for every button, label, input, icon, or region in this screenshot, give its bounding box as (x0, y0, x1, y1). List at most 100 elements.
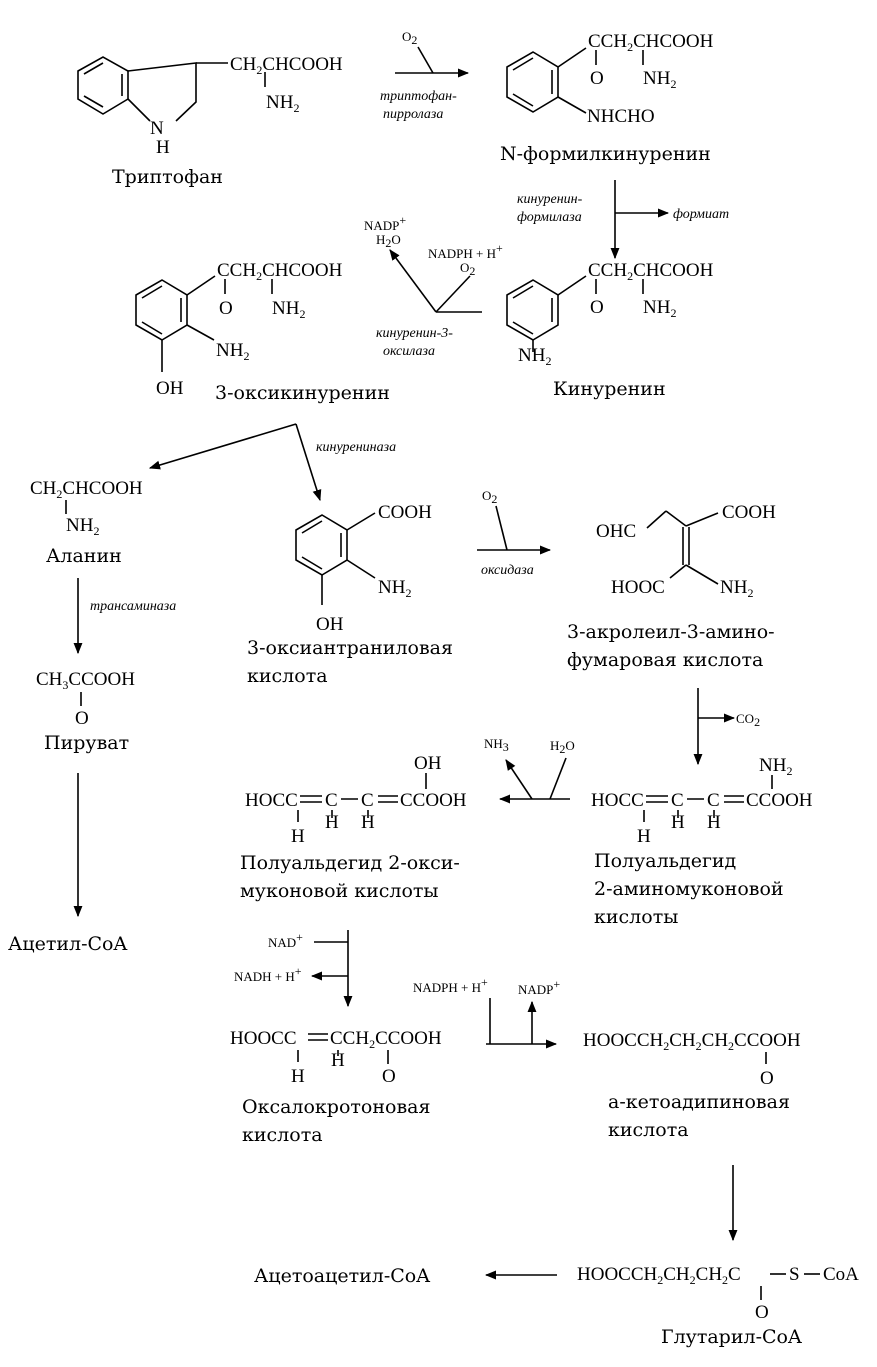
ring-amino-group: NH2 (518, 345, 551, 368)
formyl-carbon: HOCC (245, 790, 298, 811)
o2-label: O2 (482, 488, 497, 506)
keto-oxygen: O (760, 1068, 774, 1089)
amino-group: NH2 (378, 577, 411, 600)
enzyme-label-line2: оксилаза (383, 344, 435, 359)
formula: CH3CCOOH (36, 669, 135, 692)
tryptophan-name: Триптофан (112, 166, 223, 188)
amino-group: NH2 (272, 298, 305, 321)
aminomuconic-name-line3: кислоты (594, 906, 678, 928)
pyruvate-name: Пируват (44, 732, 129, 754)
nadp-label: NADP+ (518, 977, 560, 997)
decarboxylation-step: CO2 (693, 688, 760, 766)
hydroxyanthranilic-structure: COOH NH2 OH (295, 502, 432, 635)
co2-label: CO2 (736, 711, 760, 729)
carbon-a: C (325, 790, 338, 811)
amino-group: NH2 (759, 755, 792, 778)
carbon-b: C (707, 790, 720, 811)
oxidase-step: O2 оксидаза (477, 488, 552, 578)
h2o-label: H2O (550, 738, 575, 756)
keto-oxygen: O (219, 298, 233, 319)
hydrogen-1: H (291, 826, 305, 847)
tryptophan-structure: N H CH2CHCOOH NH2 (77, 54, 343, 158)
hydroxymuconic-semialdehyde-structure: HOCC C C CCOOH OH H H H (245, 753, 467, 847)
alanine-name: Аланин (46, 545, 122, 567)
keto-oxygen: O (382, 1066, 396, 1087)
arrow-to-hydroxyanthranilic (295, 423, 322, 502)
coa-group: CoA (823, 1264, 859, 1285)
formula: CH2CHCOOH (30, 478, 143, 501)
aldehyde-group: OHC (596, 521, 636, 542)
hydroxyl-group: OH (156, 378, 184, 399)
amino-group: NH2 (643, 68, 676, 91)
nadp-label: NADP+ (364, 213, 406, 233)
nadh-label: NADH + H+ (234, 964, 302, 984)
nadph-label: NADPH + H+ (428, 241, 503, 261)
formate-label: формиат (673, 207, 729, 222)
formula: HOOCCH2CH2CH2CCOOH (583, 1030, 801, 1053)
hydroxymuconic-name-line1: Полуальдегид 2-окси- (240, 852, 460, 874)
side-chain-formula: CCH2CHCOOH (588, 31, 714, 54)
o2-label: O2 (460, 260, 475, 278)
aminomuconic-name-line2: 2-аминомуконовой (594, 878, 784, 900)
amino-group: NH2 (266, 92, 299, 115)
hydrogen-3: H (707, 812, 721, 833)
hydroxyl-group: OH (414, 753, 442, 774)
enzyme-label-line2: формилаза (517, 210, 582, 225)
aminomuconic-semialdehyde-structure: HOCC C C CCOOH NH2 H H H (591, 755, 813, 847)
enzyme-label: кинурениназа (316, 440, 396, 455)
carbon-a: C (671, 790, 684, 811)
hydroxyanthranilic-name-line1: 3-оксиантраниловая (247, 637, 453, 659)
keto-oxygen: O (755, 1302, 769, 1323)
amino-group: NH2 (643, 297, 676, 320)
hydrogen-3: H (361, 812, 375, 833)
hydrogen-2: H (331, 1050, 345, 1071)
amino-group: NH2 (720, 577, 753, 600)
carboxyl-carbon: HOOCC (230, 1028, 297, 1049)
amino-group: NH2 (66, 515, 99, 538)
hydrogen-1: H (291, 1066, 305, 1087)
hydrogen-1: H (637, 826, 651, 847)
formyl-carbon: HOCC (591, 790, 644, 811)
side-chain-formula: CCH2CHCOOH (588, 260, 714, 283)
glutaryl-coa-structure: HOOCCH2CH2CH2C S CoA O (577, 1264, 859, 1323)
kynurenine-3-oxylase-step: NADPH + H+ O2 NADP+ H2O кинуренин-3- окс… (364, 213, 503, 359)
enzyme-label-line2: пирролаза (383, 107, 443, 122)
acroleyl-name-line1: 3-акролеил-3-амино- (567, 621, 775, 643)
transaminase-step: трансаминаза (73, 578, 176, 655)
kynurenine-structure: CCH2CHCOOH O NH2 NH2 (506, 260, 714, 368)
ketoadipic-structure: HOOCCH2CH2CH2CCOOH O (583, 1030, 801, 1089)
ring-amino-group: NH2 (216, 340, 249, 363)
enzyme-label-line1: кинуренин- (517, 192, 583, 207)
acroleyl-name-line2: фумаровая кислота (567, 649, 763, 671)
carboxyl-group: COOH (378, 502, 432, 523)
n-formylkynurenine-name: N-формилкинуренин (500, 143, 711, 165)
keto-oxygen: O (590, 297, 604, 318)
acetoacetyl-coa-name: Ацетоацетил-CoA (254, 1265, 430, 1287)
trp-pyrrolase-step: O2 триптофан- пирролаза (380, 29, 470, 122)
chain: CCH2CCOOH (330, 1028, 442, 1051)
arrow-to-alanine (148, 423, 297, 470)
nadph-reduction-step: NADPH + H+ NADP+ (413, 975, 560, 1049)
reaction-arrow (389, 249, 437, 313)
hydroxykynurenine-structure: CCH2CHCOOH O NH2 NH2 OH (135, 260, 343, 399)
oxalocrotonic-name-line2: кислота (242, 1124, 323, 1146)
o2-label: O2 (402, 29, 417, 47)
pyruvate-structure: CH3CCOOH O (36, 669, 135, 729)
keto-oxygen: O (590, 68, 604, 89)
carboxyl-end: CCOOH (746, 790, 813, 811)
glutaryl-coa-name: Глутарил-CoA (661, 1326, 802, 1348)
acetyl-coa-name: Ацетил-CoA (8, 933, 127, 955)
aminomuconic-name-line1: Полуальдегид (594, 850, 736, 872)
enzyme-label: трансаминаза (90, 599, 176, 614)
enzyme-label-line1: триптофан- (380, 89, 457, 104)
side-chain-formula: CCH2CHCOOH (217, 260, 343, 283)
carboxyl-group: COOH (722, 502, 776, 523)
ketoadipic-name-line1: a-кетоадипиновая (608, 1091, 790, 1113)
hydroxyl-group: OH (316, 614, 344, 635)
h2o-label: H2O (376, 232, 401, 250)
nad-label: NAD+ (268, 930, 303, 950)
hydroxykynurenine-name: 3-оксикинуренин (215, 382, 390, 404)
oxalocrotonic-structure: HOOCC CCH2CCOOH H H O (230, 1028, 442, 1087)
sulfur: S (789, 1264, 800, 1285)
nadph-label: NADPH + H+ (413, 975, 488, 995)
